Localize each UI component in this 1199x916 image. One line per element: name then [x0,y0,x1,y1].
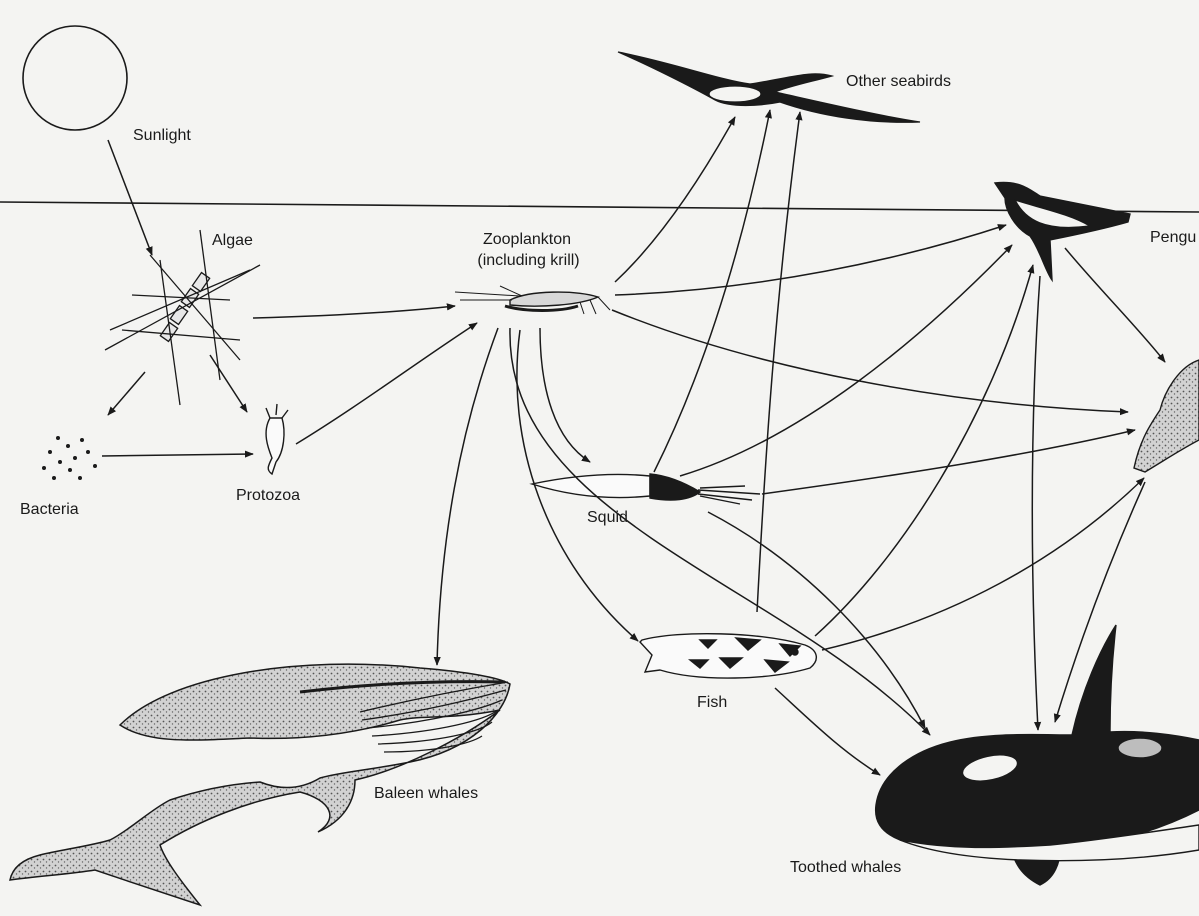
arrow-algae-bacteria [108,372,145,415]
label-sunlight: Sunlight [133,126,191,145]
arrow-zooplankton-squid [540,328,590,462]
penguin-icon [995,182,1130,280]
bacteria-icon [42,436,97,480]
label-baleen-whales: Baleen whales [374,784,478,803]
label-zooplankton-line1: Zooplankton [472,230,582,249]
algae-icon [105,230,260,405]
arrow-squid-toothed [708,512,925,728]
squid-icon [532,474,760,504]
arrow-algae-zooplankton [253,306,455,318]
arrow-algae-protozoa [210,355,247,412]
arrow-squid-seal [762,430,1135,494]
seal-icon [1134,360,1199,472]
label-squid: Squid [587,508,628,527]
arrow-penguin-seal [1065,248,1165,362]
arrow-protozoa-zooplankton [296,323,477,444]
sun-icon [23,26,127,130]
label-protozoa: Protozoa [236,486,300,505]
arrow-fish-toothed [775,688,880,775]
arrow-zooplankton-seal [612,310,1128,412]
arrow-fish-penguin [815,265,1033,636]
label-algae: Algae [212,231,253,250]
orca-icon [876,625,1199,885]
label-fish: Fish [697,693,727,712]
label-other-seabirds: Other seabirds [846,72,951,91]
arrow-squid-seabirds [654,110,770,472]
fish-icon [640,634,816,678]
arrow-zooplankton-seabirds [615,117,735,282]
label-penguins: Pengu [1150,228,1196,247]
arrow-fish-seal [822,478,1144,650]
label-toothed-whales: Toothed whales [790,858,901,877]
label-bacteria: Bacteria [20,500,79,519]
arrow-penguin-toothed [1032,276,1040,730]
arrow-bacteria-protozoa [102,454,253,456]
arrow-zooplankton-baleen [437,328,498,665]
krill-icon [455,286,610,314]
arrow-sunlight-algae [108,140,152,255]
arrow-fish-seabirds [757,112,800,612]
arrow-zooplankton-penguin [615,225,1006,295]
label-zooplankton-line2: (including krill) [466,251,591,270]
protozoa-icon [266,404,288,474]
